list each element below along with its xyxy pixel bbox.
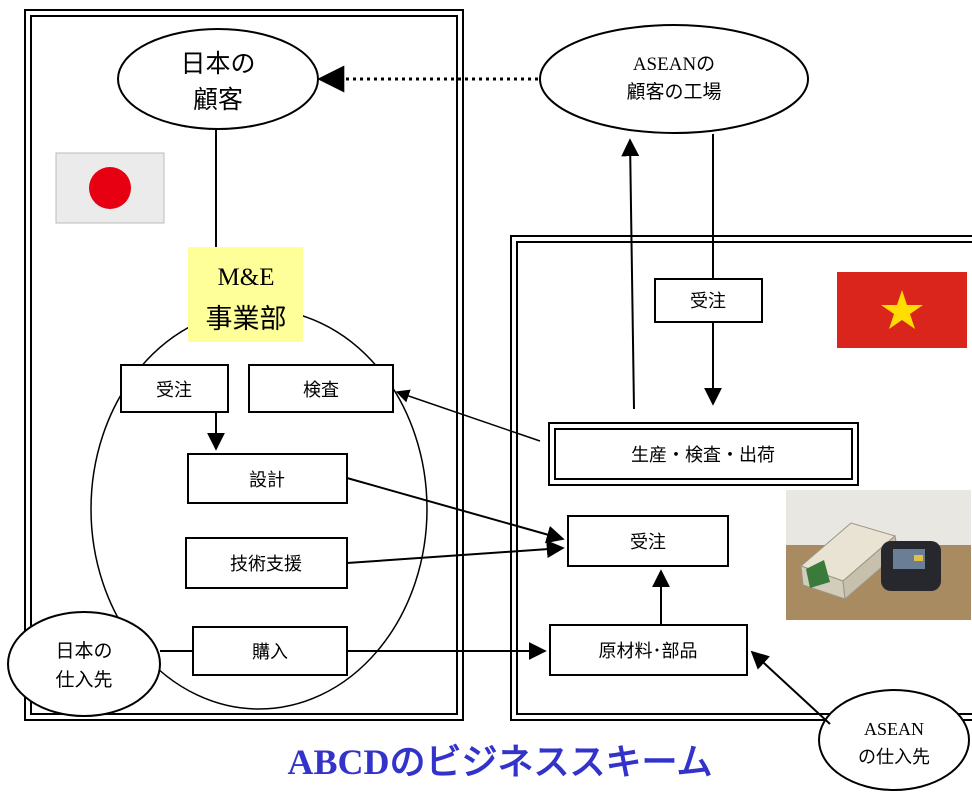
design-label: 設計 [249, 470, 285, 491]
purchase-box: 購入 [192, 626, 348, 676]
asean-supplier-line1: ASEAN [864, 719, 924, 739]
japan-supplier-line1: 日本の [55, 640, 112, 662]
me-division-line1: M&E [218, 264, 275, 291]
tech-support-box: 技術支援 [185, 537, 348, 589]
japan-order-box: 受注 [120, 364, 229, 413]
production-box: 生産・検査・出荷 [548, 422, 859, 486]
me-division-line2: 事業部 [206, 304, 287, 335]
japan-inspection-label: 検査 [303, 380, 339, 401]
design-box: 設計 [187, 453, 348, 504]
japan-supplier-line2: 仕入先 [55, 669, 112, 691]
asean-supplier-node: ASEAN の仕入先 [818, 689, 970, 791]
asean-factory-line1: ASEANの [633, 54, 715, 75]
device-photo [786, 490, 971, 620]
japan-flag-icon [55, 152, 165, 224]
production-to-inspection-arrow [395, 389, 541, 442]
diagram-caption: ABCDのビジネススキーム [288, 742, 713, 782]
me-division-label: M&E 事業部 [188, 247, 303, 342]
tech-support-to-order-arrow [346, 540, 565, 564]
vietnam-order-top-label: 受注 [690, 291, 726, 312]
tech-support-label: 技術支援 [230, 554, 302, 575]
japan-frame [24, 9, 464, 721]
materials-label: 原材料･部品 [599, 641, 698, 662]
vietnam-frame [510, 235, 972, 721]
materials-box: 原材料･部品 [549, 624, 748, 676]
japan-order-label: 受注 [156, 380, 192, 401]
vietnam-flag-icon [837, 272, 967, 348]
purchase-label: 購入 [252, 642, 288, 663]
design-to-order-arrow [346, 477, 565, 544]
vietnam-order-top-box: 受注 [654, 278, 763, 323]
production-to-asean-arrow [621, 138, 640, 410]
production-label: 生産・検査・出荷 [631, 445, 775, 466]
japan-customer-line1: 日本の [180, 49, 255, 78]
japan-customer-node: 日本の 顧客 [117, 28, 319, 130]
vietnam-order-label: 受注 [630, 532, 666, 553]
asean-supplier-line2: の仕入先 [858, 747, 930, 768]
vietnam-order-box: 受注 [567, 515, 729, 567]
asean-factory-line2: 顧客の工場 [626, 81, 721, 103]
japan-customer-line2: 顧客 [193, 85, 243, 114]
asean-factory-node: ASEANの 顧客の工場 [539, 24, 809, 134]
japan-inspection-box: 検査 [248, 364, 394, 413]
asean-supplier-to-materials-arrow [750, 650, 831, 725]
japan-supplier-node: 日本の 仕入先 [7, 611, 161, 717]
